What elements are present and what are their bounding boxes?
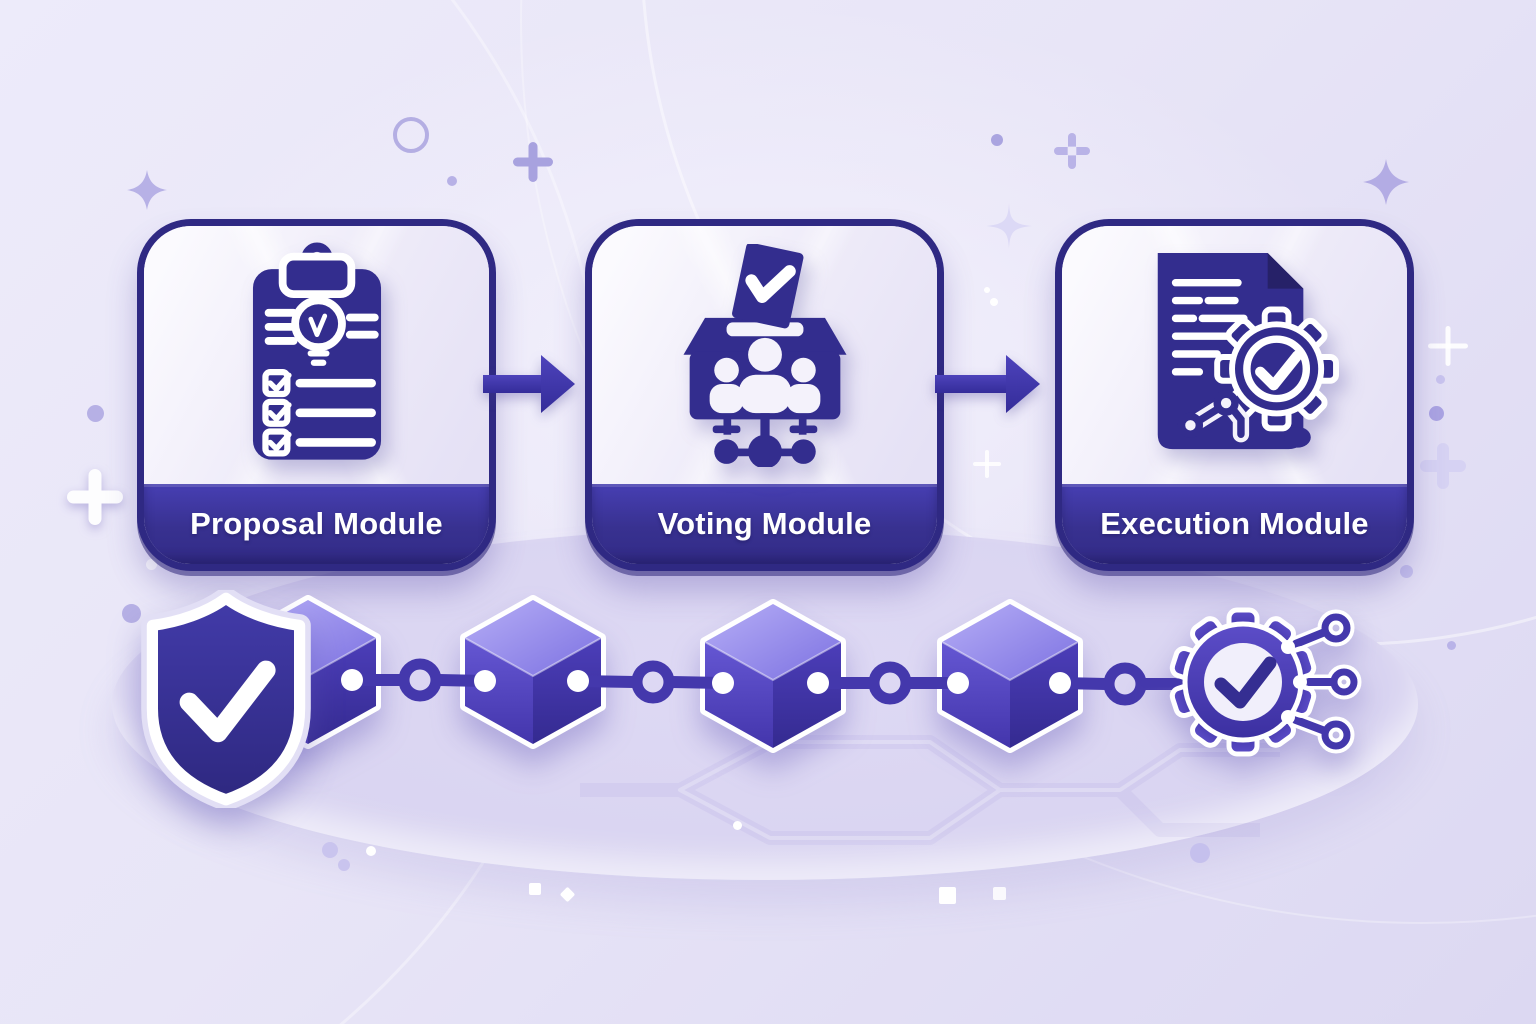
square-dot xyxy=(939,887,956,904)
module-card-proposal: Proposal Module xyxy=(137,219,496,571)
dot xyxy=(1436,375,1445,384)
document-gear-check-icon xyxy=(1157,252,1339,449)
blockchain-cube-icon xyxy=(460,595,606,749)
module-label: Proposal Module xyxy=(190,506,443,541)
square-dot xyxy=(529,883,541,895)
plus-icon xyxy=(513,142,553,182)
dot xyxy=(1400,565,1413,578)
chain-link-icon xyxy=(341,658,1181,706)
circle-outline-icon xyxy=(393,117,429,153)
flow-arrow-right-icon xyxy=(935,355,1040,413)
ballot-box-voters-icon xyxy=(682,243,847,467)
sparkle-icon xyxy=(127,170,167,210)
module-label: Voting Module xyxy=(657,506,872,541)
square-dot xyxy=(993,887,1006,900)
card-face xyxy=(144,226,489,484)
sparkle-icon xyxy=(1363,159,1409,205)
dot xyxy=(122,604,141,623)
card-face xyxy=(592,226,937,484)
card-face xyxy=(1062,226,1407,484)
dot xyxy=(1447,641,1456,650)
plus-icon xyxy=(67,469,123,525)
thin-sparkle-icon xyxy=(986,203,1032,249)
dot xyxy=(322,842,338,858)
dot xyxy=(990,298,998,306)
gear-check-circuit-icon xyxy=(1140,607,1362,757)
module-label-band: Execution Module xyxy=(1062,484,1407,564)
module-label: Execution Module xyxy=(1100,506,1369,541)
blockchain-cube-icon xyxy=(937,599,1083,753)
module-card-voting: Voting Module xyxy=(585,219,944,571)
dot xyxy=(366,846,376,856)
dot xyxy=(1190,843,1210,863)
blockchain-cube-icon xyxy=(700,599,846,753)
dotted-plus-icon xyxy=(1054,133,1090,169)
module-label-band: Voting Module xyxy=(592,484,937,564)
shield-check-icon xyxy=(141,590,311,808)
dot xyxy=(984,287,990,293)
diamond-dot xyxy=(559,886,576,903)
module-label-band: Proposal Module xyxy=(144,484,489,564)
dot xyxy=(1429,406,1444,421)
module-card-execution: Execution Module xyxy=(1055,219,1414,571)
clipboard-checklist-lightbulb-icon xyxy=(252,242,381,460)
dot xyxy=(447,176,457,186)
plus-icon xyxy=(1428,326,1468,366)
flow-arrow-right-icon xyxy=(483,355,575,413)
plus-icon xyxy=(973,450,1001,478)
dot xyxy=(87,405,104,422)
dot xyxy=(338,859,350,871)
dot xyxy=(146,559,157,570)
plus-icon xyxy=(1420,443,1466,489)
dot xyxy=(991,134,1003,146)
dot xyxy=(733,821,742,830)
